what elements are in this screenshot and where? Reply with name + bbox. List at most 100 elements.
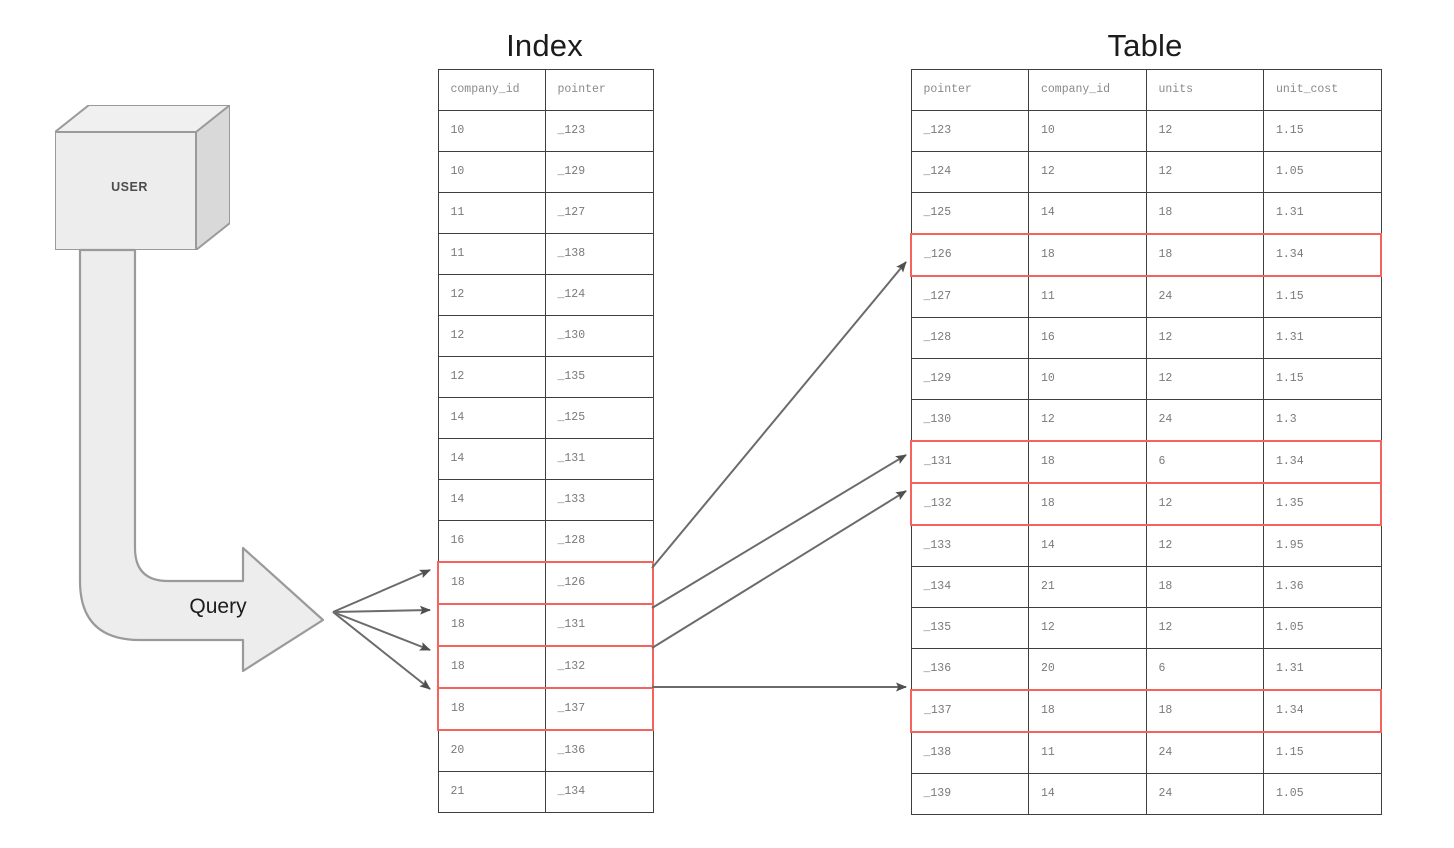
- index-cell-company_id: 11: [437, 192, 546, 234]
- index-cell-pointer: _130: [544, 315, 654, 357]
- table-cell-pointer: _123: [910, 110, 1029, 152]
- index-cell-pointer: _136: [544, 729, 654, 772]
- index-row[interactable]: 18_131: [437, 603, 654, 647]
- table-cell-company_id: 11: [1028, 275, 1147, 318]
- table-column-header-company_id: company_id: [1028, 69, 1147, 111]
- index-cell-company_id: 18: [437, 561, 546, 605]
- table-cell-units: 12: [1145, 317, 1264, 359]
- index-cell-company_id: 14: [437, 397, 546, 439]
- table-cell-unit_cost: 1.15: [1263, 275, 1382, 318]
- index-row[interactable]: 18_126: [437, 561, 654, 605]
- index-cell-company_id: 20: [437, 729, 546, 772]
- table-cell-unit_cost: 1.31: [1263, 192, 1382, 235]
- index-row[interactable]: 21_134: [437, 771, 654, 813]
- index-row[interactable]: 11_127: [437, 192, 654, 234]
- index-cell-company_id: 12: [437, 274, 546, 316]
- index-cell-company_id: 14: [437, 438, 546, 480]
- index-row[interactable]: 10_123: [437, 110, 654, 152]
- index-row[interactable]: 20_136: [437, 729, 654, 772]
- table-cell-units: 18: [1145, 566, 1264, 608]
- table-cell-unit_cost: 1.34: [1263, 440, 1382, 484]
- table-column-header-pointer: pointer: [910, 69, 1029, 111]
- index-row[interactable]: 18_132: [437, 645, 654, 689]
- table-cell-unit_cost: 1.31: [1263, 648, 1382, 691]
- table-cell-pointer: _131: [910, 440, 1029, 484]
- query-arrow-shape: [78, 248, 325, 673]
- index-cell-pointer: _129: [544, 151, 654, 193]
- connector-index-126-to-table-126: [651, 261, 907, 569]
- index-row[interactable]: 12_124: [437, 274, 654, 316]
- index-cell-pointer: _124: [544, 274, 654, 316]
- index-row[interactable]: 14_131: [437, 438, 654, 480]
- table-cell-units: 12: [1145, 607, 1264, 649]
- index-cell-pointer: _123: [544, 110, 654, 152]
- table-cell-unit_cost: 1.31: [1263, 317, 1382, 359]
- table-cell-units: 18: [1145, 192, 1264, 235]
- table-cell-company_id: 10: [1028, 358, 1147, 400]
- table-cell-units: 12: [1145, 482, 1264, 526]
- index-cell-company_id: 11: [437, 233, 546, 275]
- table-cell-pointer: _133: [910, 524, 1029, 567]
- table-cell-pointer: _124: [910, 151, 1029, 193]
- index-row[interactable]: 18_137: [437, 687, 654, 731]
- index-cell-pointer: _137: [544, 687, 654, 731]
- table-cell-unit_cost: 1.05: [1263, 773, 1382, 815]
- table-cell-pointer: _137: [910, 689, 1029, 733]
- user-cube-icon: [55, 105, 230, 250]
- table-cell-company_id: 18: [1028, 440, 1147, 484]
- table-cell-pointer: _136: [910, 648, 1029, 691]
- table-cell-unit_cost: 1.15: [1263, 110, 1382, 152]
- index-column-header-pointer: pointer: [544, 69, 654, 111]
- table-cell-company_id: 18: [1028, 689, 1147, 733]
- table-cell-company_id: 12: [1028, 607, 1147, 649]
- index-row[interactable]: 11_138: [437, 233, 654, 275]
- connector-index-132-to-table-132: [651, 490, 907, 649]
- index-row[interactable]: 16_128: [437, 520, 654, 563]
- index-cell-company_id: 18: [437, 645, 546, 689]
- table-cell-unit_cost: 1.34: [1263, 689, 1382, 733]
- table-cell-unit_cost: 1.35: [1263, 482, 1382, 526]
- table-cell-units: 12: [1145, 151, 1264, 193]
- index-cell-pointer: _126: [544, 561, 654, 605]
- index-row[interactable]: 14_133: [437, 479, 654, 521]
- index-cell-company_id: 12: [437, 315, 546, 357]
- table-cell-company_id: 12: [1028, 151, 1147, 193]
- table-cell-unit_cost: 1.05: [1263, 151, 1382, 193]
- table-cell-company_id: 20: [1028, 648, 1147, 691]
- table-column-header-unit_cost: unit_cost: [1263, 69, 1382, 111]
- index-row[interactable]: 12_130: [437, 315, 654, 357]
- table-cell-company_id: 14: [1028, 524, 1147, 567]
- index-row[interactable]: 10_129: [437, 151, 654, 193]
- table-cell-company_id: 14: [1028, 773, 1147, 815]
- index-row[interactable]: 14_125: [437, 397, 654, 439]
- table-cell-units: 24: [1145, 731, 1264, 774]
- index-cell-pointer: _128: [544, 520, 654, 563]
- table-cell-pointer: _139: [910, 773, 1029, 815]
- table-cell-company_id: 18: [1028, 233, 1147, 277]
- table-cell-units: 18: [1145, 689, 1264, 733]
- index-row[interactable]: 12_135: [437, 356, 654, 398]
- index-cell-pointer: _125: [544, 397, 654, 439]
- index-cell-pointer: _134: [544, 771, 654, 813]
- table-cell-units: 18: [1145, 233, 1264, 277]
